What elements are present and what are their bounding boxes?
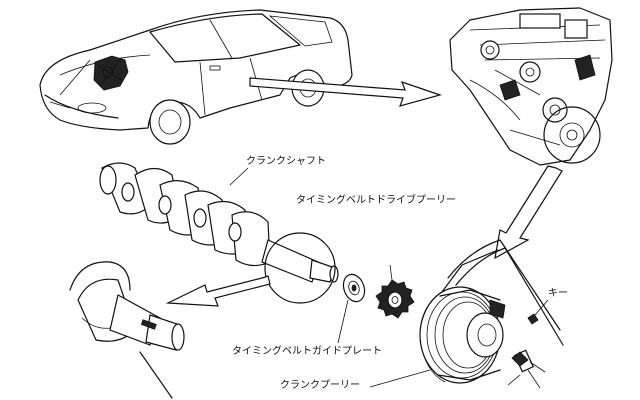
timing-belt-drive-pulley-part <box>375 264 415 319</box>
engine-illustration <box>449 7 613 166</box>
arrow-car-to-engine <box>249 77 443 107</box>
engine-inset-sketch <box>93 55 129 91</box>
key-part <box>527 299 549 325</box>
crank-pulley-part <box>419 239 564 384</box>
arrow-crank-to-detail <box>165 275 271 307</box>
label-timing-belt-drive-pulley: タイミングベルトドライブプーリー <box>296 195 456 206</box>
leader-lines <box>229 167 521 388</box>
car-illustration <box>39 9 353 145</box>
timing-belt-guide-plate-part <box>337 273 366 344</box>
arrow-engine-to-pulley <box>494 165 563 260</box>
label-timing-belt-guide-plate: タイミングベルトガイドプレート <box>232 346 382 357</box>
crankshaft-illustration <box>99 162 339 304</box>
crank-snout-detail <box>69 261 185 399</box>
label-key: キー <box>548 288 568 299</box>
label-crank-pulley: クランクプーリー <box>280 380 360 391</box>
bolt-part <box>511 349 546 389</box>
label-crankshaft: クランクシャフト <box>246 156 326 167</box>
